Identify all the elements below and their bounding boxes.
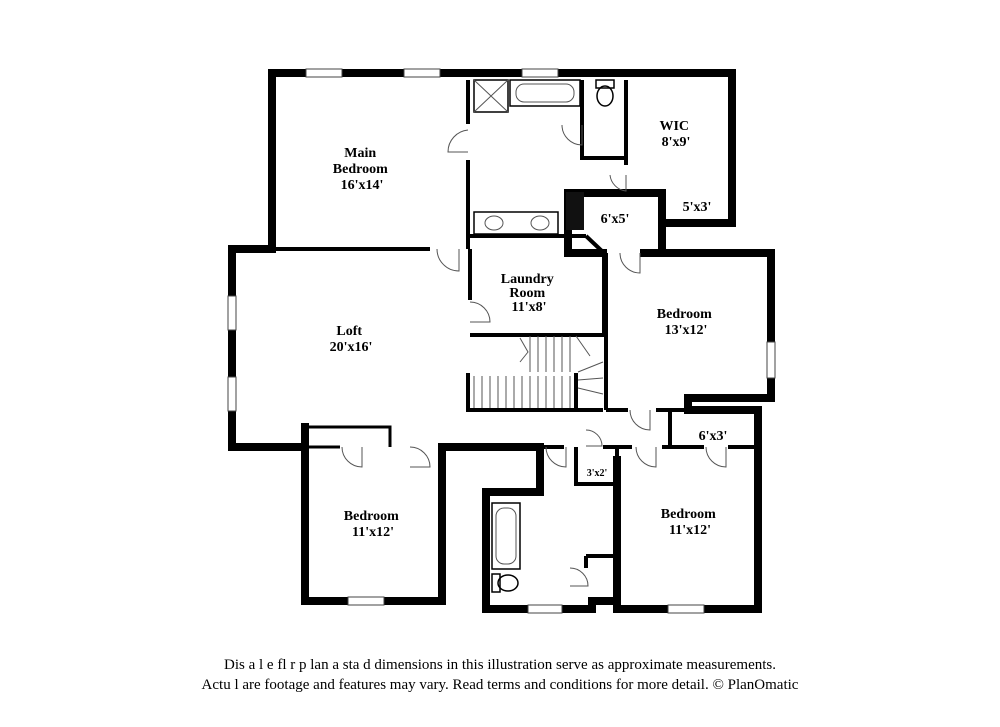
room-label-closet-6x3: 6'x3': [699, 429, 728, 444]
disclaimer: Dis a l e fl r p lan a sta d dimensions …: [0, 655, 1000, 695]
room-label-closet-3x2: 3'x2': [587, 468, 608, 479]
fixtures: [473, 79, 615, 593]
disclaimer-line-2: Actu l are footage and features may vary…: [201, 677, 799, 693]
room-label-laundry-room: Laundry Room 11'x8': [501, 272, 557, 315]
stairs: [473, 335, 604, 408]
room-label-bedroom-southeast: Bedroom 11'x12': [661, 507, 719, 538]
room-labels: Main Bedroom 16'x14' WIC 8'x9' 5'x3' 6'x…: [330, 119, 728, 540]
room-label-closet-5x3: 5'x3': [683, 200, 712, 215]
room-label-bedroom-southwest: Bedroom 11'x12': [344, 509, 402, 540]
room-label-wic: WIC 8'x9': [659, 119, 692, 150]
doors: [341, 124, 727, 587]
disclaimer-line-1: Dis a l e fl r p lan a sta d dimensions …: [224, 657, 776, 673]
room-label-loft: Loft 20'x16': [330, 324, 373, 355]
room-label-closet-6x5: 6'x5': [601, 212, 630, 227]
room-label-main-bedroom: Main Bedroom 16'x14': [333, 146, 391, 193]
walls: [228, 69, 775, 613]
room-label-bedroom-east: Bedroom 13'x12': [657, 307, 715, 338]
floor-plan: Main Bedroom 16'x14' WIC 8'x9' 5'x3' 6'x…: [227, 68, 776, 614]
windows: [227, 68, 776, 614]
